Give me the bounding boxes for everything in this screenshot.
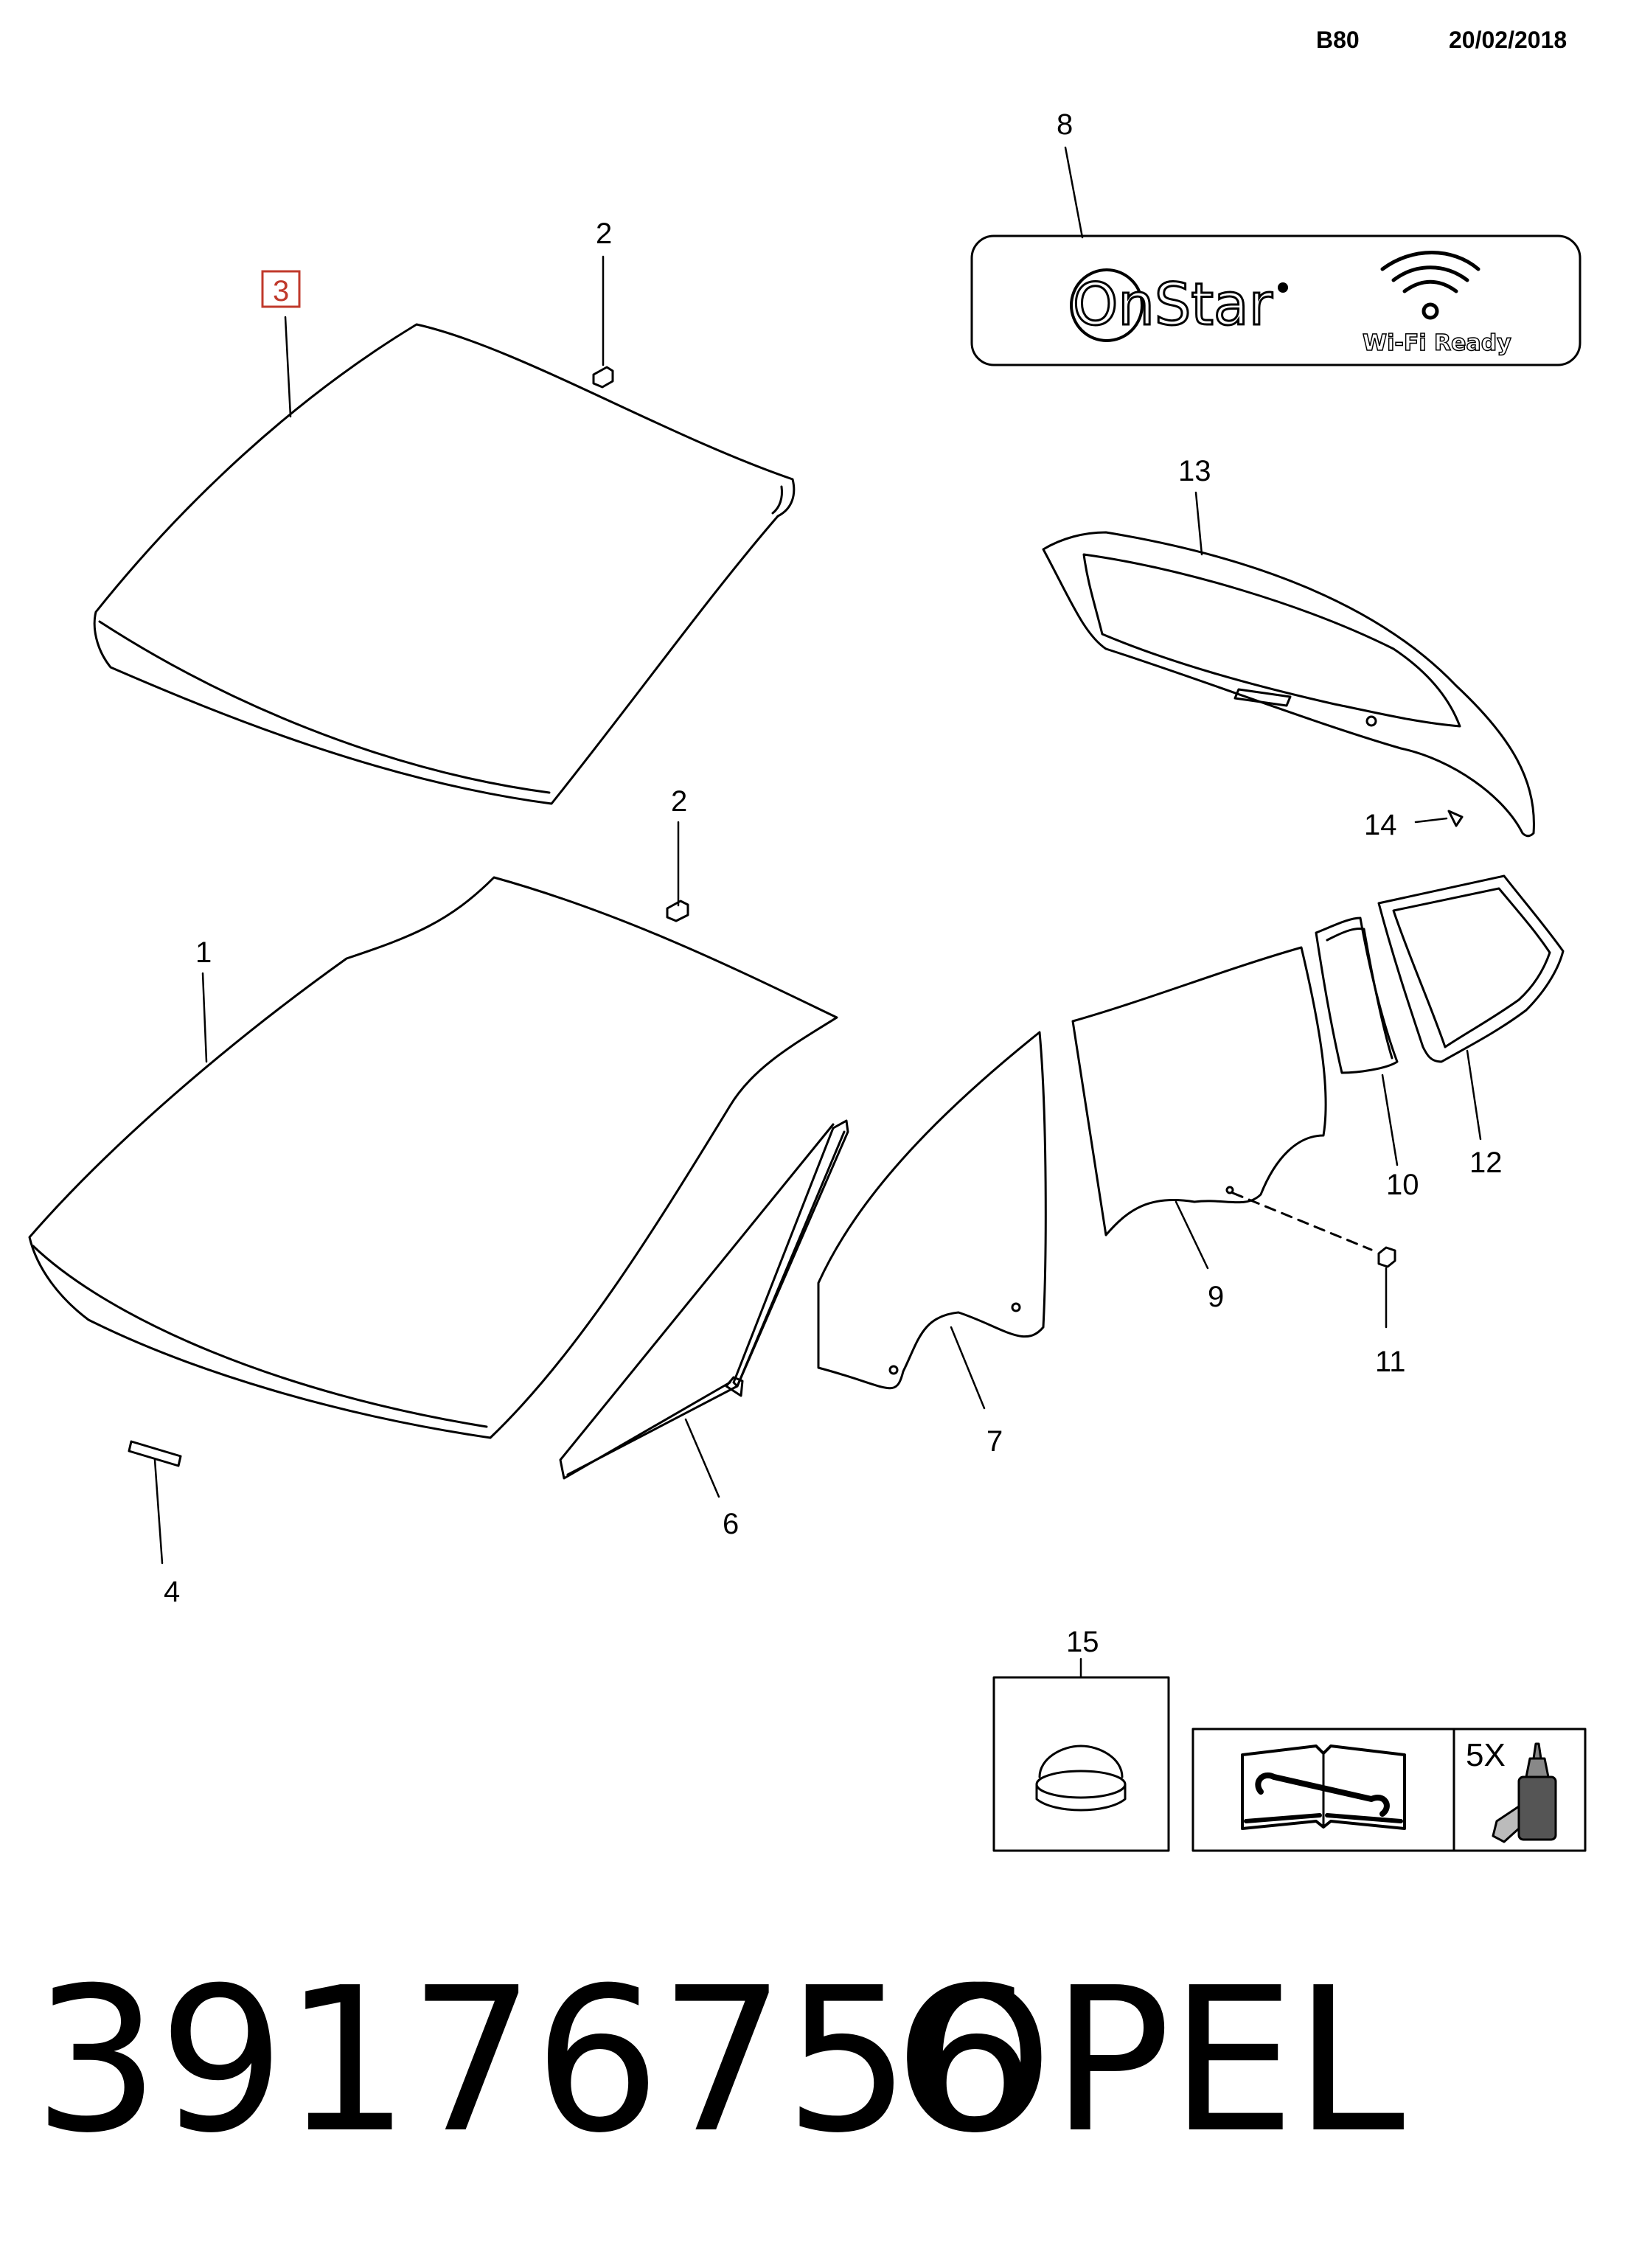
glass-hole (1225, 1186, 1234, 1194)
part-1-windshield[interactable] (28, 876, 838, 1439)
wifi-ready-label: Wi-Fi Ready (1363, 330, 1511, 356)
bumper-pad-icon (1035, 1745, 1127, 1812)
glass-hole (888, 1365, 899, 1375)
highlight-box-3 (261, 270, 301, 308)
service-manual-icon (1241, 1745, 1406, 1830)
onstar-logo-text: OnStar (1073, 272, 1273, 338)
quantity-label: 5X (1466, 1737, 1506, 1773)
part-6-seal[interactable] (559, 1119, 849, 1480)
part-3-windshield-upper[interactable] (93, 323, 796, 805)
glass-hole (1011, 1302, 1021, 1312)
callout-1[interactable]: 1 (195, 936, 212, 969)
callout-11[interactable]: 11 (1375, 1346, 1406, 1378)
callout-9[interactable]: 9 (1208, 1281, 1224, 1313)
part-7-front-door-glass[interactable] (817, 1031, 1047, 1390)
callout-7[interactable]: 7 (987, 1425, 1003, 1458)
part-number: 39176756 (33, 1944, 1036, 2177)
fastener-dashed-line (1231, 1192, 1373, 1251)
part-15-box[interactable] (992, 1676, 1170, 1852)
part-10-fixed-glass[interactable] (1315, 916, 1399, 1074)
diagram-code: B80 (1316, 27, 1360, 53)
diagram-date: 20/02/2018 (1449, 27, 1567, 53)
callout-15[interactable]: 15 (1066, 1626, 1099, 1658)
part-14-clip[interactable] (1447, 810, 1464, 827)
wifi-icon (1380, 251, 1480, 320)
callout-8[interactable]: 8 (1057, 108, 1073, 141)
part-13-rear-glass[interactable] (1042, 531, 1535, 838)
part-4-molding[interactable] (128, 1440, 182, 1467)
part-2-clip-lower[interactable] (666, 900, 689, 922)
part-8-onstar-decal[interactable] (970, 234, 1581, 366)
leader-lines (153, 146, 1482, 1679)
callout-3[interactable]: 3 (273, 275, 289, 307)
callout-13[interactable]: 13 (1178, 455, 1211, 487)
onstar-logo-icon: OnStar (1070, 268, 1288, 342)
brand-name: OPEL (896, 1944, 1405, 2177)
callout-2b[interactable]: 2 (671, 785, 687, 818)
adhesive-bottle-icon (1492, 1742, 1557, 1843)
part-2-clip-upper[interactable] (592, 366, 614, 389)
callout-12[interactable]: 12 (1469, 1147, 1503, 1179)
part-9-rear-door-glass[interactable] (1071, 946, 1327, 1236)
callout-10[interactable]: 10 (1386, 1169, 1419, 1201)
part-12-quarter-glass[interactable] (1377, 874, 1565, 1063)
callout-4[interactable]: 4 (164, 1576, 180, 1608)
service-kit-box[interactable] (1191, 1728, 1587, 1852)
callout-6[interactable]: 6 (723, 1508, 739, 1540)
callout-2a[interactable]: 2 (596, 218, 612, 250)
part-11-fastener[interactable] (1377, 1246, 1396, 1268)
callout-14[interactable]: 14 (1364, 809, 1397, 841)
